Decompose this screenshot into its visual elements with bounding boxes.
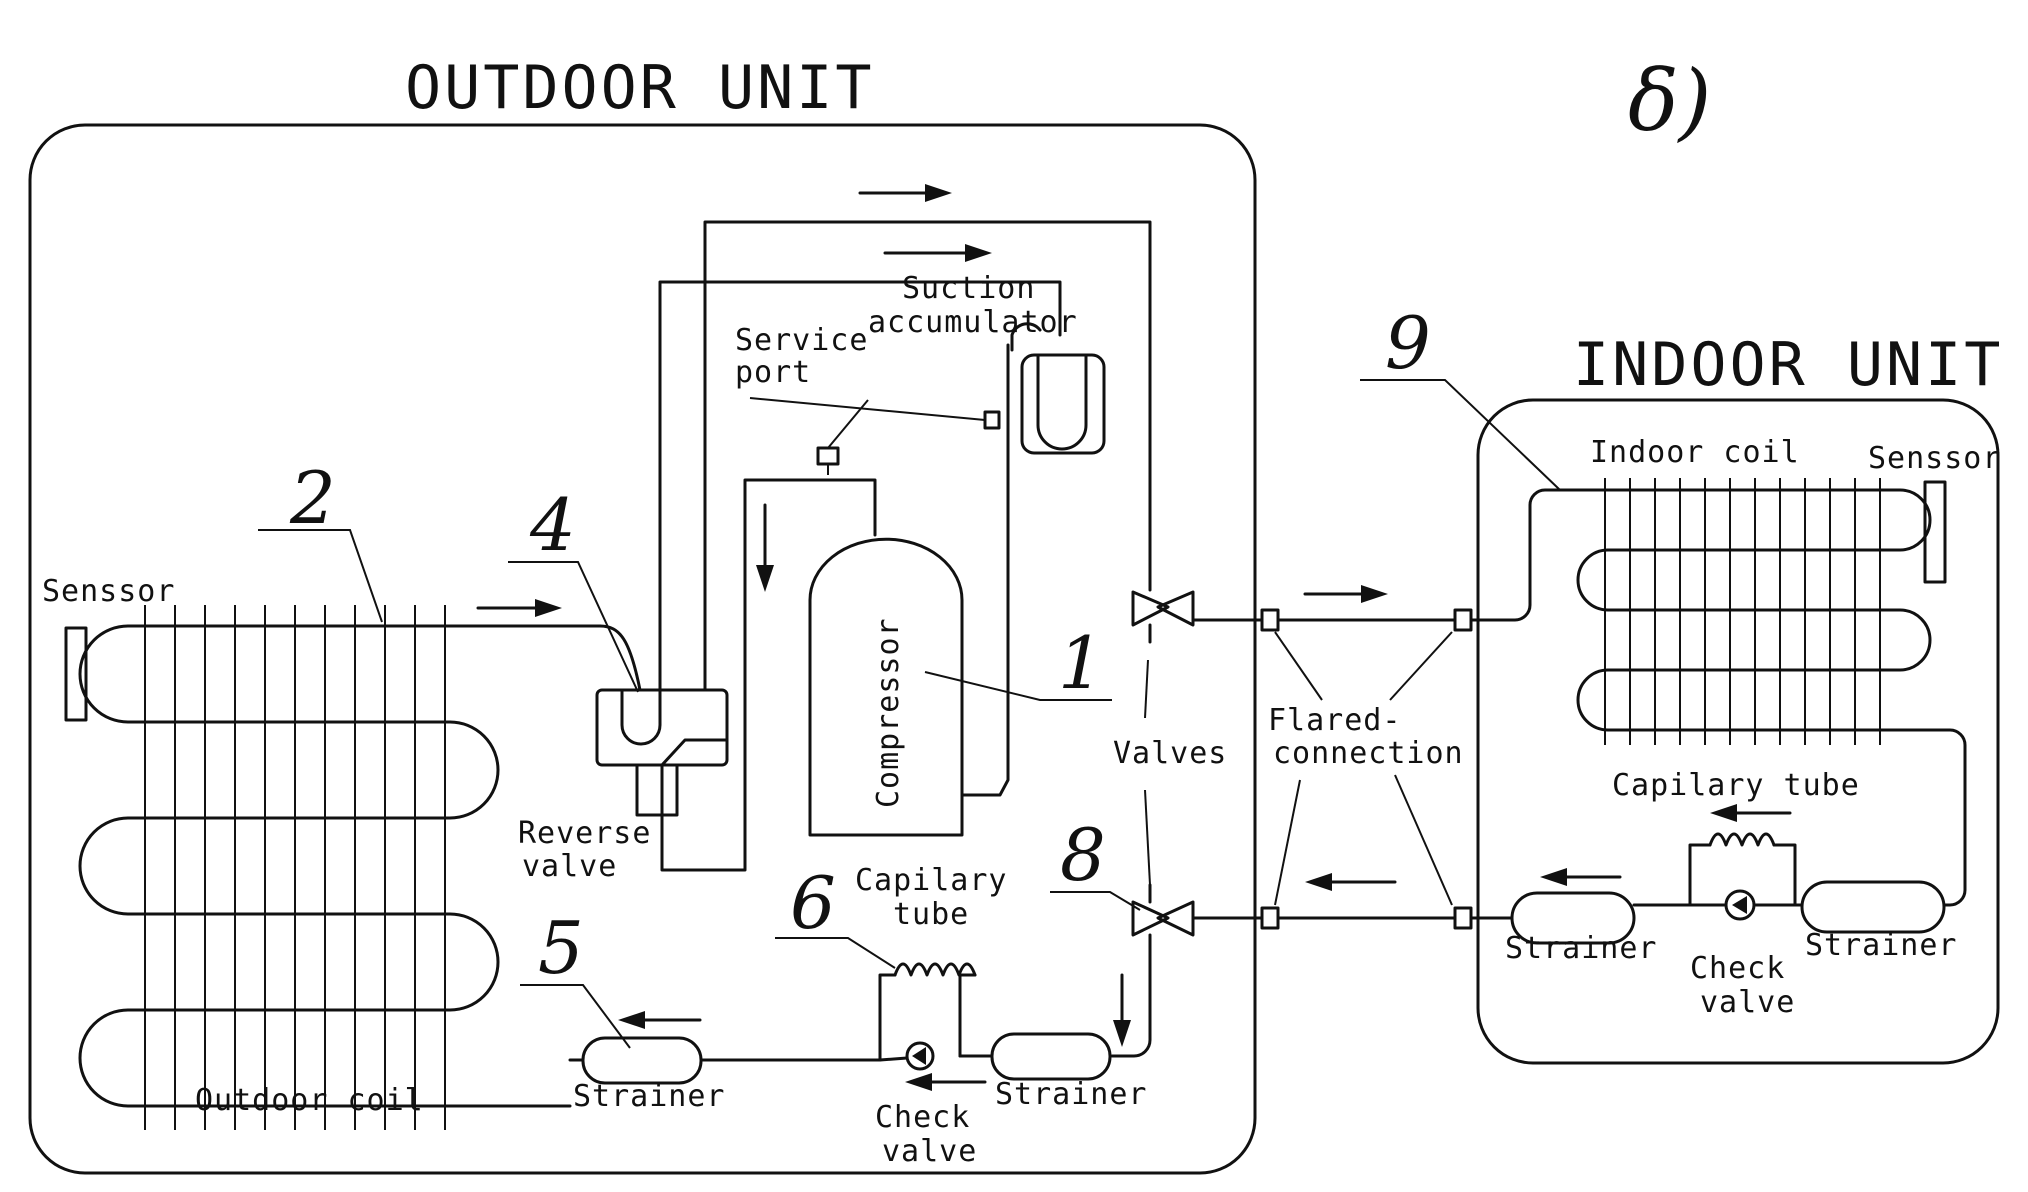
flow-arrow-right bbox=[858, 184, 952, 202]
flared-label-1: Flared- bbox=[1268, 703, 1401, 738]
reverse-valve-label-1: Reverse bbox=[518, 816, 651, 851]
indoor-coil-label: Indoor coil bbox=[1590, 435, 1800, 470]
indoor-strainer-right bbox=[1800, 880, 1946, 934]
callout-8: 8 bbox=[1060, 813, 1106, 897]
outdoor-strainer-right bbox=[990, 1032, 1112, 1081]
flow-arrow-down bbox=[756, 503, 774, 592]
suction-label: Suction bbox=[902, 271, 1035, 306]
callout-6: 6 bbox=[790, 861, 836, 945]
flow-arrow-left bbox=[618, 1011, 702, 1029]
callout-6-leader bbox=[775, 937, 896, 969]
outdoor-coil bbox=[64, 605, 642, 1130]
indoor-check-valve bbox=[1684, 889, 1804, 921]
indoor-strainer-right-label: Strainer bbox=[1805, 928, 1958, 963]
indoor-capillary-tube bbox=[1688, 832, 1797, 907]
outdoor-check-valve bbox=[878, 1041, 935, 1071]
compressor-label: Compressor bbox=[871, 617, 906, 808]
outdoor-unit-frame bbox=[28, 123, 1257, 1175]
outdoor-capillary-label-2: tube bbox=[893, 897, 969, 932]
compressor-service-port bbox=[816, 446, 840, 466]
flow-arrows bbox=[476, 184, 1792, 1091]
outdoor-sensor-label: Senssor bbox=[42, 574, 175, 609]
callout-2-leader bbox=[258, 529, 383, 623]
indoor-unit-frame bbox=[1476, 398, 2000, 1065]
outdoor-check-valve-label-1: Check bbox=[875, 1100, 970, 1135]
indoor-coil-fins bbox=[1604, 478, 1881, 745]
flared-connection-leaders bbox=[1274, 631, 1453, 906]
flow-arrow-right bbox=[476, 599, 562, 617]
service-label: Service bbox=[735, 323, 868, 358]
indoor-sensor-label: Senssor bbox=[1868, 441, 2001, 476]
flow-arrow-left bbox=[1540, 868, 1622, 886]
flare-fitting-indoor-upper bbox=[1453, 608, 1473, 632]
outdoor-coil-label: Outdoor coil bbox=[195, 1083, 424, 1118]
callout-1-leader bbox=[924, 671, 1112, 701]
outdoor-check-valve-label-2: valve bbox=[882, 1134, 977, 1169]
indoor-check-valve-label-2: valve bbox=[1700, 985, 1795, 1020]
valves-label: Valves bbox=[1113, 736, 1227, 771]
accumulator-service-port bbox=[983, 410, 1001, 430]
reverse-valve-label-2: valve bbox=[522, 849, 617, 884]
port-label: port bbox=[735, 355, 811, 390]
callout-1: 1 bbox=[1058, 621, 1104, 705]
outdoor-sensor-element bbox=[64, 626, 88, 722]
indoor-check-valve-label-1: Check bbox=[1690, 951, 1785, 986]
outdoor-strainer-right-label: Strainer bbox=[995, 1077, 1148, 1112]
indoor-strainer-left-label: Strainer bbox=[1505, 931, 1658, 966]
outdoor-strainer-left bbox=[581, 1036, 703, 1085]
flare-fitting-indoor-lower bbox=[1453, 906, 1473, 930]
flared-label-2: connection bbox=[1273, 736, 1464, 771]
accumulator-label: accumulator bbox=[868, 305, 1078, 340]
callout-9: 9 bbox=[1385, 301, 1431, 385]
outdoor-capillary-tube bbox=[878, 962, 977, 1062]
flow-arrow-right bbox=[1303, 585, 1388, 603]
flow-arrow-left bbox=[1710, 804, 1792, 822]
flow-arrow-down bbox=[1113, 973, 1131, 1047]
reverse-valve bbox=[595, 688, 729, 817]
service-valve-upper bbox=[1131, 590, 1195, 644]
flow-arrow-right bbox=[883, 244, 992, 262]
indoor-strainer-left bbox=[1510, 891, 1636, 945]
callout-9-leader bbox=[1360, 379, 1561, 491]
flow-arrow-left bbox=[1305, 873, 1397, 891]
flow-arrow-left bbox=[905, 1073, 987, 1091]
indoor-unit-title: INDOOR UNIT bbox=[1573, 330, 2003, 400]
outdoor-strainer-left-label: Strainer bbox=[573, 1079, 726, 1114]
callout-2: 2 bbox=[289, 456, 336, 540]
compressor bbox=[808, 537, 964, 837]
outdoor-unit-title: OUTDOOR UNIT bbox=[405, 53, 874, 123]
callout-8-leader bbox=[1050, 891, 1141, 911]
callout-5: 5 bbox=[538, 906, 584, 990]
suction-accumulator bbox=[1010, 322, 1106, 455]
flare-fitting-outdoor-lower bbox=[1260, 906, 1280, 930]
callout-4: 4 bbox=[529, 483, 576, 567]
callout-5-leader bbox=[520, 984, 631, 1049]
corner-mark: δ) bbox=[1628, 52, 1711, 150]
flare-fitting-outdoor-upper bbox=[1260, 608, 1280, 632]
outdoor-capillary-label-1: Capilary bbox=[855, 863, 1008, 898]
outdoor-coil-fins bbox=[144, 605, 446, 1130]
callout-4-leader bbox=[508, 561, 639, 693]
service-valve-lower bbox=[1131, 883, 1195, 937]
indoor-sensor-element bbox=[1923, 480, 1947, 584]
indoor-capillary-label: Capilary tube bbox=[1612, 768, 1860, 803]
indoor-coil bbox=[1469, 478, 1967, 907]
